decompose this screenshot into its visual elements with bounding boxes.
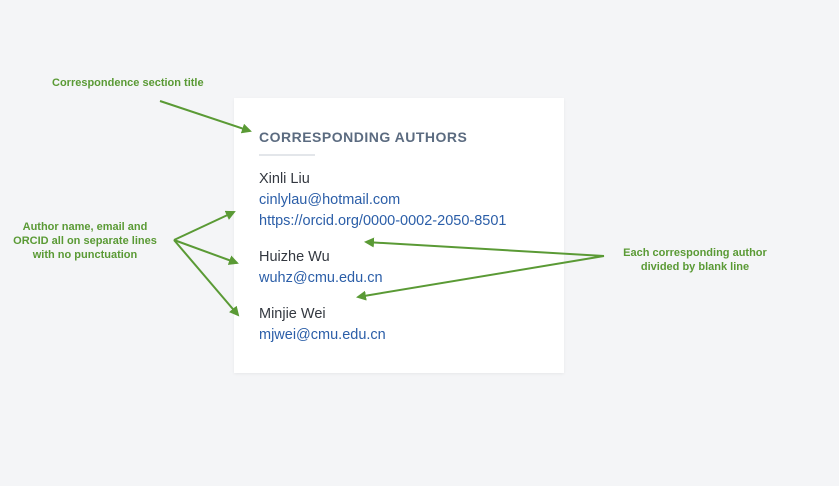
author-email-link[interactable]: cinlylau@hotmail.com bbox=[259, 192, 401, 208]
author-email-link[interactable]: mjwei@cmu.edu.cn bbox=[259, 327, 386, 343]
corresponding-authors-card: CORRESPONDING AUTHORS Xinli Liu cinlylau… bbox=[234, 98, 564, 373]
arrow-to-name-3 bbox=[173, 239, 240, 317]
annotation-section-title: Correspondence section title bbox=[52, 77, 204, 89]
author-block-2: Huizhe Wu wuhz@cmu.edu.cn bbox=[259, 247, 383, 289]
title-divider bbox=[259, 154, 315, 156]
arrow-to-name-2 bbox=[173, 239, 239, 265]
annotation-blank-line: Each corresponding author divided by bla… bbox=[608, 246, 782, 274]
annotation-blank-line-2: divided by blank line bbox=[640, 261, 750, 273]
author-block-1: Xinli Liu cinlylau@hotmail.com https://o… bbox=[259, 169, 506, 232]
annotation-author-lines: Author name, email and ORCID all on sepa… bbox=[4, 220, 166, 262]
annotation-blank-line-1: Each corresponding author bbox=[623, 247, 767, 259]
author-block-3: Minjie Wei mjwei@cmu.edu.cn bbox=[259, 304, 386, 346]
author-name: Huizhe Wu bbox=[259, 249, 330, 265]
annotation-author-lines-1: Author name, email and bbox=[22, 221, 148, 233]
author-name: Xinli Liu bbox=[259, 171, 310, 187]
arrow-to-name-1 bbox=[173, 210, 236, 241]
author-orcid-link[interactable]: https://orcid.org/0000-0002-2050-8501 bbox=[259, 213, 507, 229]
author-email-link[interactable]: wuhz@cmu.edu.cn bbox=[259, 270, 383, 286]
annotation-author-lines-2: ORCID all on separate lines bbox=[13, 235, 157, 247]
annotation-author-lines-3: with no punctuation bbox=[32, 249, 138, 261]
author-name: Minjie Wei bbox=[259, 306, 326, 322]
card-title: CORRESPONDING AUTHORS bbox=[259, 129, 468, 145]
